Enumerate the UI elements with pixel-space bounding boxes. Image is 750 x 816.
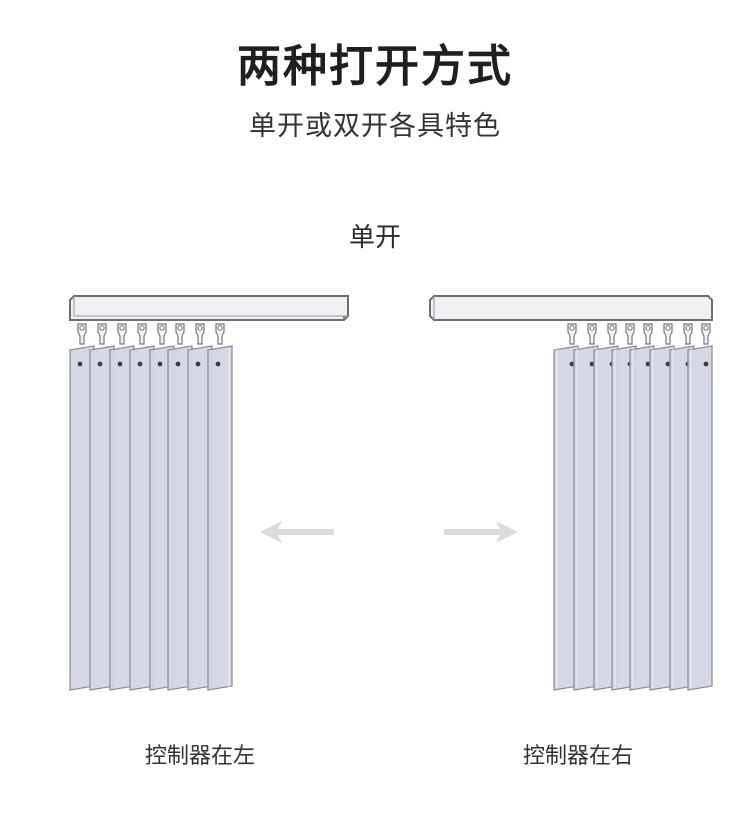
track-rail-right	[429, 295, 713, 321]
vertical-blind-right-illustration	[429, 295, 713, 691]
arrow-right-icon	[444, 521, 518, 543]
section-label: 单开	[348, 223, 401, 253]
caption-controller-right: 控制器在右	[522, 744, 633, 769]
vertical-blind-left-illustration	[69, 295, 349, 691]
slat-group-right	[553, 323, 713, 691]
slat-group-left	[69, 323, 233, 691]
slat	[687, 323, 713, 691]
caption-controller-left: 控制器在左	[144, 744, 255, 769]
page-subtitle: 单开或双开各具特色	[249, 111, 501, 142]
slat	[649, 323, 675, 691]
track-rail-left	[69, 295, 349, 321]
page-title: 两种打开方式	[237, 41, 513, 92]
slat	[207, 323, 233, 691]
arrow-left-icon	[260, 521, 334, 543]
